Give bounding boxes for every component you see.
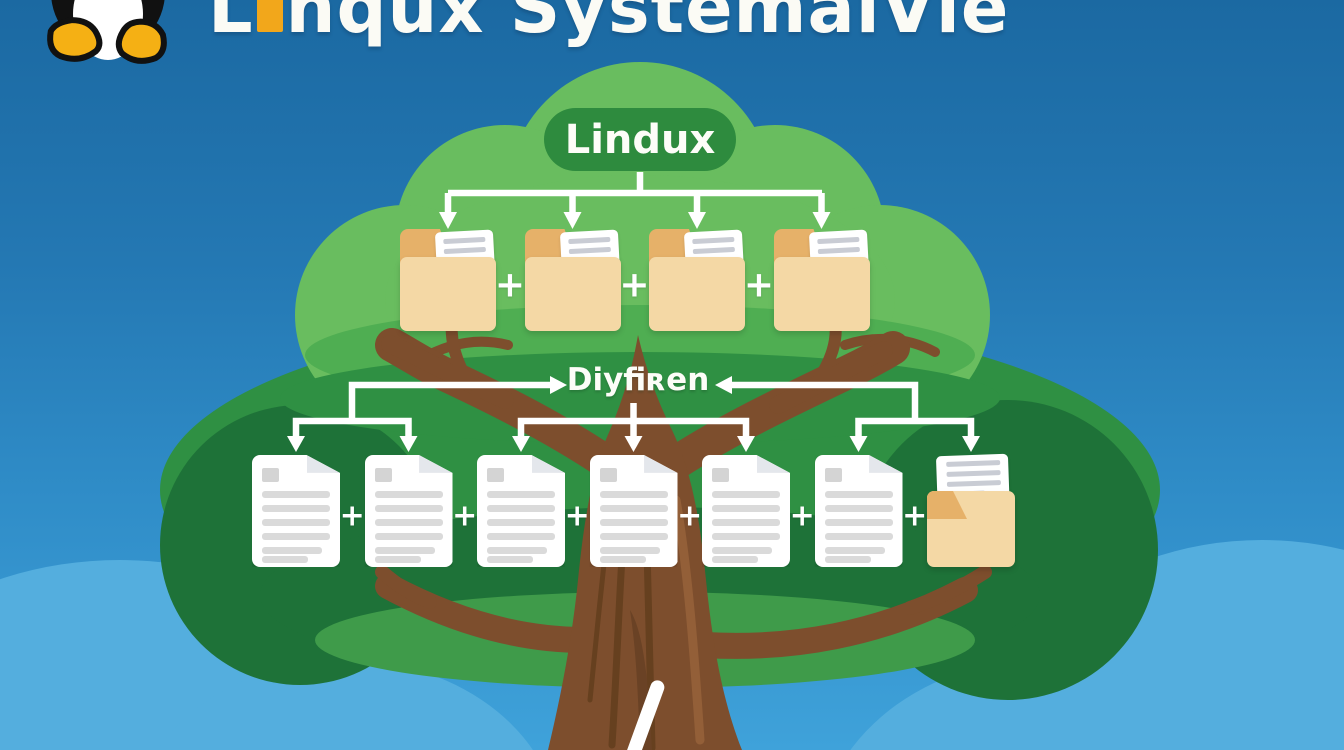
title-rest: nqux SystemalVle (285, 0, 1010, 49)
root-slash-shape (623, 680, 665, 750)
folder-icon (773, 229, 870, 331)
plus-separator: + (339, 498, 365, 534)
plus-separator: + (902, 498, 928, 534)
title-prefix: L (208, 0, 254, 49)
folder-icon (524, 229, 621, 331)
cloud-shapes (0, 540, 1344, 750)
folder-front (649, 257, 745, 331)
branch-label: Diyfiʀen (566, 362, 710, 398)
title-i-block (256, 0, 283, 32)
tux-feet (47, 17, 167, 64)
document-icon (477, 455, 565, 567)
document-icon (252, 455, 340, 567)
plus-separator: + (564, 498, 590, 534)
arrowheads (287, 212, 980, 452)
folder-icon (649, 229, 745, 331)
document-icon (589, 455, 678, 567)
plus-separator: + (494, 264, 526, 306)
plus-separator: + (789, 498, 815, 534)
folder-front (773, 257, 870, 331)
folder-front (400, 257, 496, 331)
plus-separator: + (619, 264, 650, 306)
plus-separator: + (743, 264, 775, 306)
folder-icon (400, 229, 496, 331)
plus-separator: + (677, 498, 703, 534)
document-icon (702, 455, 790, 567)
plus-separator: + (452, 498, 478, 534)
document-icon (814, 455, 903, 567)
folder-with-documents-icon (927, 453, 1015, 567)
document-icon (364, 455, 453, 567)
tux-penguin-logo (42, 0, 177, 68)
folder-front (524, 257, 621, 331)
root-node-label: Lindux (564, 116, 716, 163)
root-node-pill: Lindux (544, 108, 736, 171)
